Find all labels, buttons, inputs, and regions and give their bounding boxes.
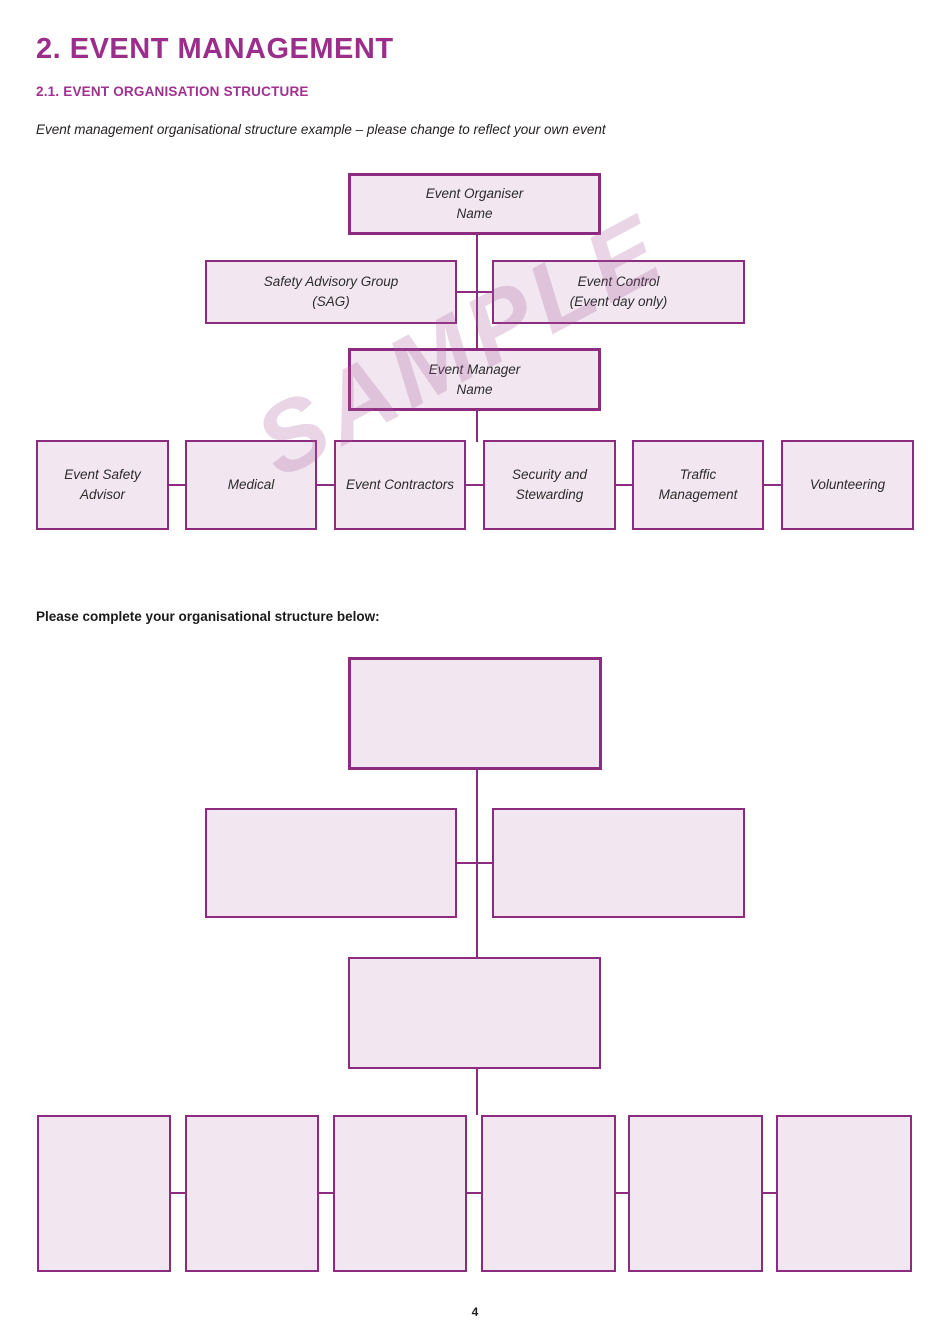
sample-box-event-contractors: Event Contractors <box>334 440 466 530</box>
box-label-line: Name <box>456 206 493 221</box>
box-label-line: (SAG) <box>312 294 350 309</box>
box-label: Volunteering <box>809 477 886 493</box>
blank-box-level4-2[interactable] <box>185 1115 319 1272</box>
connector-line <box>317 484 334 486</box>
sample-box-volunteering: Volunteering <box>781 440 914 530</box>
box-label: Security and Stewarding <box>511 467 588 502</box>
box-label-line: (Event day only) <box>569 294 668 309</box>
blank-box-level4-3[interactable] <box>333 1115 467 1272</box>
blank-box-level2-left[interactable] <box>205 808 457 918</box>
connector-line <box>476 1069 478 1115</box>
complete-prompt: Please complete your organisational stru… <box>36 609 380 624</box>
sample-box-traffic-management: Traffic Management <box>632 440 764 530</box>
connector-line <box>763 1192 776 1194</box>
connector-line <box>457 862 492 864</box>
blank-box-level4-6[interactable] <box>776 1115 912 1272</box>
connector-line <box>616 484 632 486</box>
sample-box-medical: Medical <box>185 440 317 530</box>
section-heading: 2.1. EVENT ORGANISATION STRUCTURE <box>36 84 309 99</box>
blank-box-level4-5[interactable] <box>628 1115 763 1272</box>
connector-line <box>171 1192 185 1194</box>
sample-box-event-safety-advisor: Event Safety Advisor <box>36 440 169 530</box>
sample-box-event-control: Event Control (Event day only) <box>492 260 745 324</box>
box-label: Event Safety Advisor <box>64 467 141 502</box>
connector-line <box>764 484 781 486</box>
box-label: Medical <box>227 477 275 493</box>
box-label: Event Contractors <box>345 477 455 493</box>
blank-box-level4-1[interactable] <box>37 1115 171 1272</box>
box-label: Traffic Management <box>658 467 738 502</box>
box-label-line: Event Organiser <box>425 186 524 202</box>
box-label-line: Safety Advisory Group <box>263 274 399 290</box>
page-number: 4 <box>471 1305 479 1319</box>
page-title: 2. EVENT MANAGEMENT <box>36 33 394 65</box>
sample-box-event-organiser: Event Organiser Name <box>348 173 601 235</box>
box-label-line: Event Control <box>577 274 660 290</box>
sample-box-security-and-stewarding: Security and Stewarding <box>483 440 616 530</box>
box-label-line: Event Manager <box>428 361 521 377</box>
box-label-line: Name <box>456 381 493 397</box>
example-note: Event management organisational structur… <box>36 122 606 137</box>
connector-line <box>467 1192 481 1194</box>
connector-line <box>616 1192 628 1194</box>
connector-line <box>319 1192 333 1194</box>
connector-line <box>466 484 483 486</box>
connector-line <box>169 484 185 486</box>
connector-line <box>476 411 478 442</box>
connector-line <box>457 291 492 293</box>
blank-box-level4-4[interactable] <box>481 1115 616 1272</box>
blank-box-level2-right[interactable] <box>492 808 745 918</box>
blank-box-level3[interactable] <box>348 957 601 1069</box>
sample-box-event-manager: Event Manager Name <box>348 348 601 411</box>
sample-box-safety-advisory-group: Safety Advisory Group (SAG) <box>205 260 457 324</box>
blank-box-level1[interactable] <box>348 657 602 770</box>
